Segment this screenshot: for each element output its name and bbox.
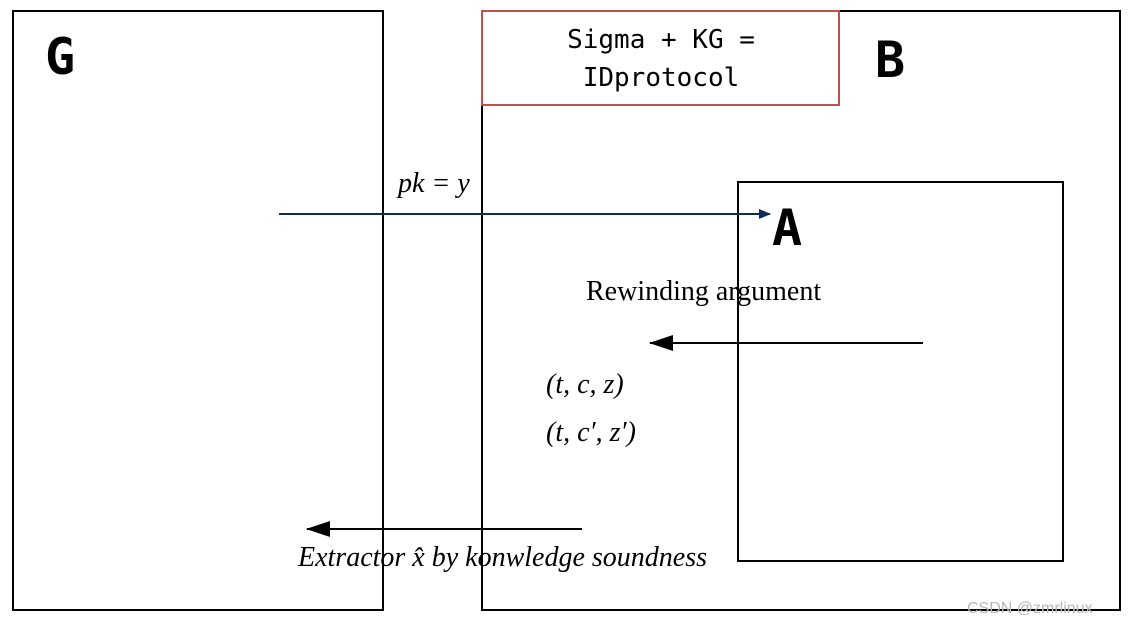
- pk-arrow-label: pk = y: [396, 168, 470, 199]
- rewinding-label: Rewinding argument: [586, 276, 821, 307]
- protocol-label-line2: IDprotocol: [583, 63, 740, 93]
- extractor-label: Extractor x̂ by konwledge soundness: [297, 542, 707, 573]
- transcript-label-2: (t, c′, z′): [546, 417, 636, 448]
- watermark: CSDN @zmrlinux: [967, 600, 1093, 617]
- box-b: [481, 10, 1121, 611]
- box-g-label: G: [45, 28, 75, 86]
- box-b-label: B: [875, 31, 905, 89]
- box-g: [12, 10, 384, 611]
- box-a: [737, 181, 1064, 562]
- box-a-label: A: [772, 199, 802, 257]
- transcript-label-1: (t, c, z): [546, 369, 624, 400]
- protocol-label-line1: Sigma + KG =: [567, 25, 755, 55]
- protocol-box: [481, 10, 840, 106]
